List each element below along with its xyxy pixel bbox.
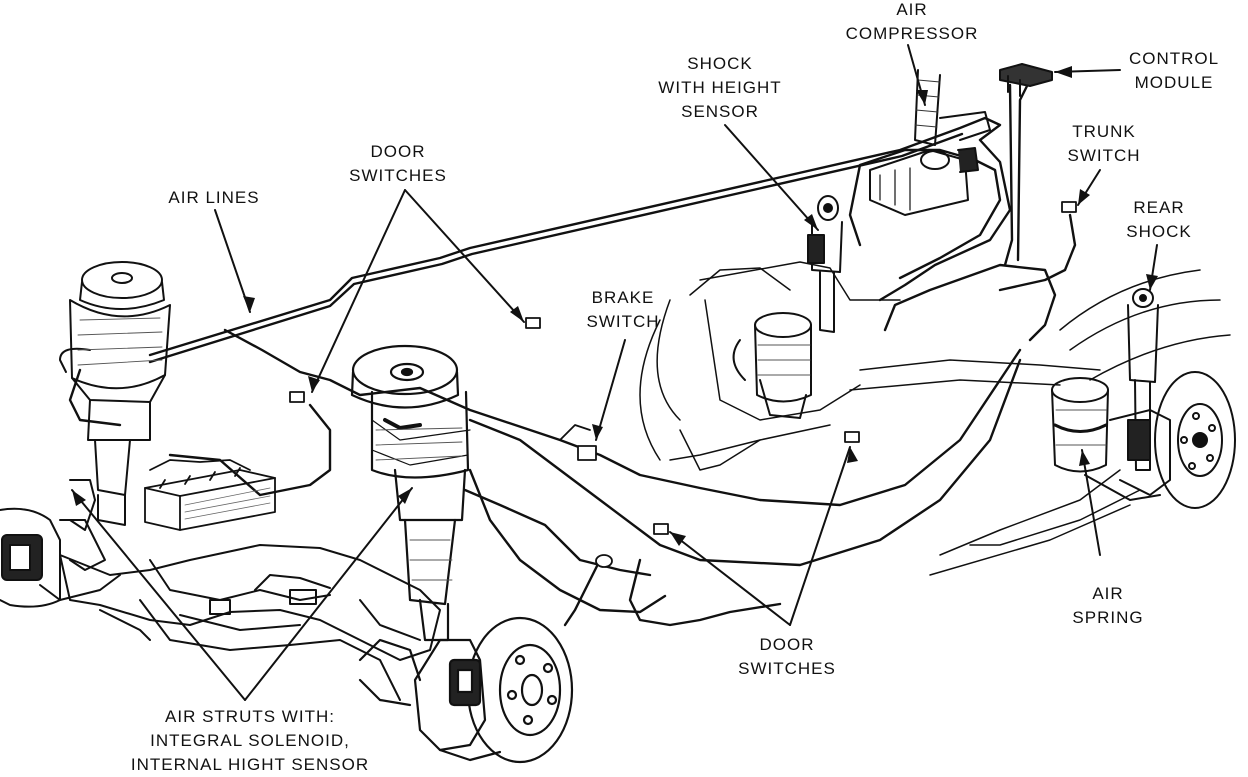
rear-shock bbox=[1127, 288, 1159, 471]
label-air-struts: AIR STRUTS WITH: INTEGRAL SOLENOID, INTE… bbox=[131, 705, 369, 777]
front-right-brake-disc bbox=[358, 616, 574, 764]
label-trunk-switch-line1: TRUNK bbox=[1072, 122, 1136, 141]
switches bbox=[289, 201, 1077, 568]
rear-right-brake-disc bbox=[1084, 371, 1236, 509]
label-door-switches-bottom-line2: SWITCHES bbox=[738, 659, 836, 678]
arrowheads bbox=[72, 66, 1158, 546]
label-air-spring: AIR SPRING bbox=[1072, 582, 1143, 630]
label-brake-switch-line2: SWITCH bbox=[586, 312, 660, 331]
label-air-compressor-line2: COMPRESSOR bbox=[845, 24, 979, 43]
shock-with-height-sensor bbox=[807, 195, 843, 333]
control-module bbox=[999, 63, 1053, 97]
battery bbox=[144, 459, 276, 531]
label-control-module: CONTROL MODULE bbox=[1129, 47, 1219, 95]
front-right-air-strut bbox=[350, 344, 471, 642]
label-air-lines: AIR LINES bbox=[168, 186, 259, 210]
label-control-module-line1: CONTROL bbox=[1128, 49, 1220, 68]
label-air-spring-line2: SPRING bbox=[1072, 608, 1144, 627]
label-air-compressor: AIR COMPRESSOR bbox=[846, 0, 979, 46]
label-door-switches-top-line1: DOOR bbox=[370, 142, 426, 161]
label-air-struts-line1: AIR STRUTS WITH: bbox=[165, 707, 335, 726]
air-compressor bbox=[869, 69, 991, 216]
rear-left-air-spring bbox=[732, 312, 812, 419]
label-door-switches-top: DOOR SWITCHES bbox=[349, 140, 447, 188]
label-control-module-line2: MODULE bbox=[1134, 73, 1214, 92]
label-air-compressor-line1: AIR bbox=[896, 0, 928, 19]
label-shock-line3: SENSOR bbox=[681, 102, 759, 121]
label-brake-switch-line1: BRAKE bbox=[591, 288, 655, 307]
label-shock-line1: SHOCK bbox=[687, 54, 753, 73]
label-trunk-switch: TRUNK SWITCH bbox=[1067, 120, 1140, 168]
air-lines bbox=[68, 78, 1077, 627]
label-air-spring-line1: AIR bbox=[1092, 584, 1124, 603]
label-brake-switch: BRAKE SWITCH bbox=[586, 286, 659, 334]
label-shock-line2: WITH HEIGHT bbox=[658, 78, 782, 97]
label-door-switches-top-line2: SWITCHES bbox=[349, 166, 447, 185]
label-rear-shock-line1: REAR bbox=[1133, 198, 1185, 217]
label-air-lines-line1: AIR LINES bbox=[168, 188, 260, 207]
label-air-struts-line3: INTERNAL HIGHT SENSOR bbox=[130, 755, 370, 774]
label-rear-shock: REAR SHOCK bbox=[1126, 196, 1191, 244]
leader-lines bbox=[71, 44, 1158, 701]
label-rear-shock-line2: SHOCK bbox=[1126, 222, 1192, 241]
chassis-outline bbox=[639, 261, 1231, 576]
label-trunk-switch-line2: SWITCH bbox=[1067, 146, 1141, 165]
label-shock-with-height-sensor: SHOCK WITH HEIGHT SENSOR bbox=[658, 52, 781, 124]
front-left-air-strut bbox=[59, 261, 171, 526]
front-subframe bbox=[59, 544, 441, 701]
rear-right-air-spring bbox=[1051, 377, 1109, 473]
label-door-switches-bottom-line1: DOOR bbox=[759, 635, 815, 654]
label-air-struts-line2: INTEGRAL SOLENOID, bbox=[150, 731, 350, 750]
label-door-switches-bottom: DOOR SWITCHES bbox=[738, 633, 836, 681]
front-left-brake bbox=[0, 479, 121, 608]
